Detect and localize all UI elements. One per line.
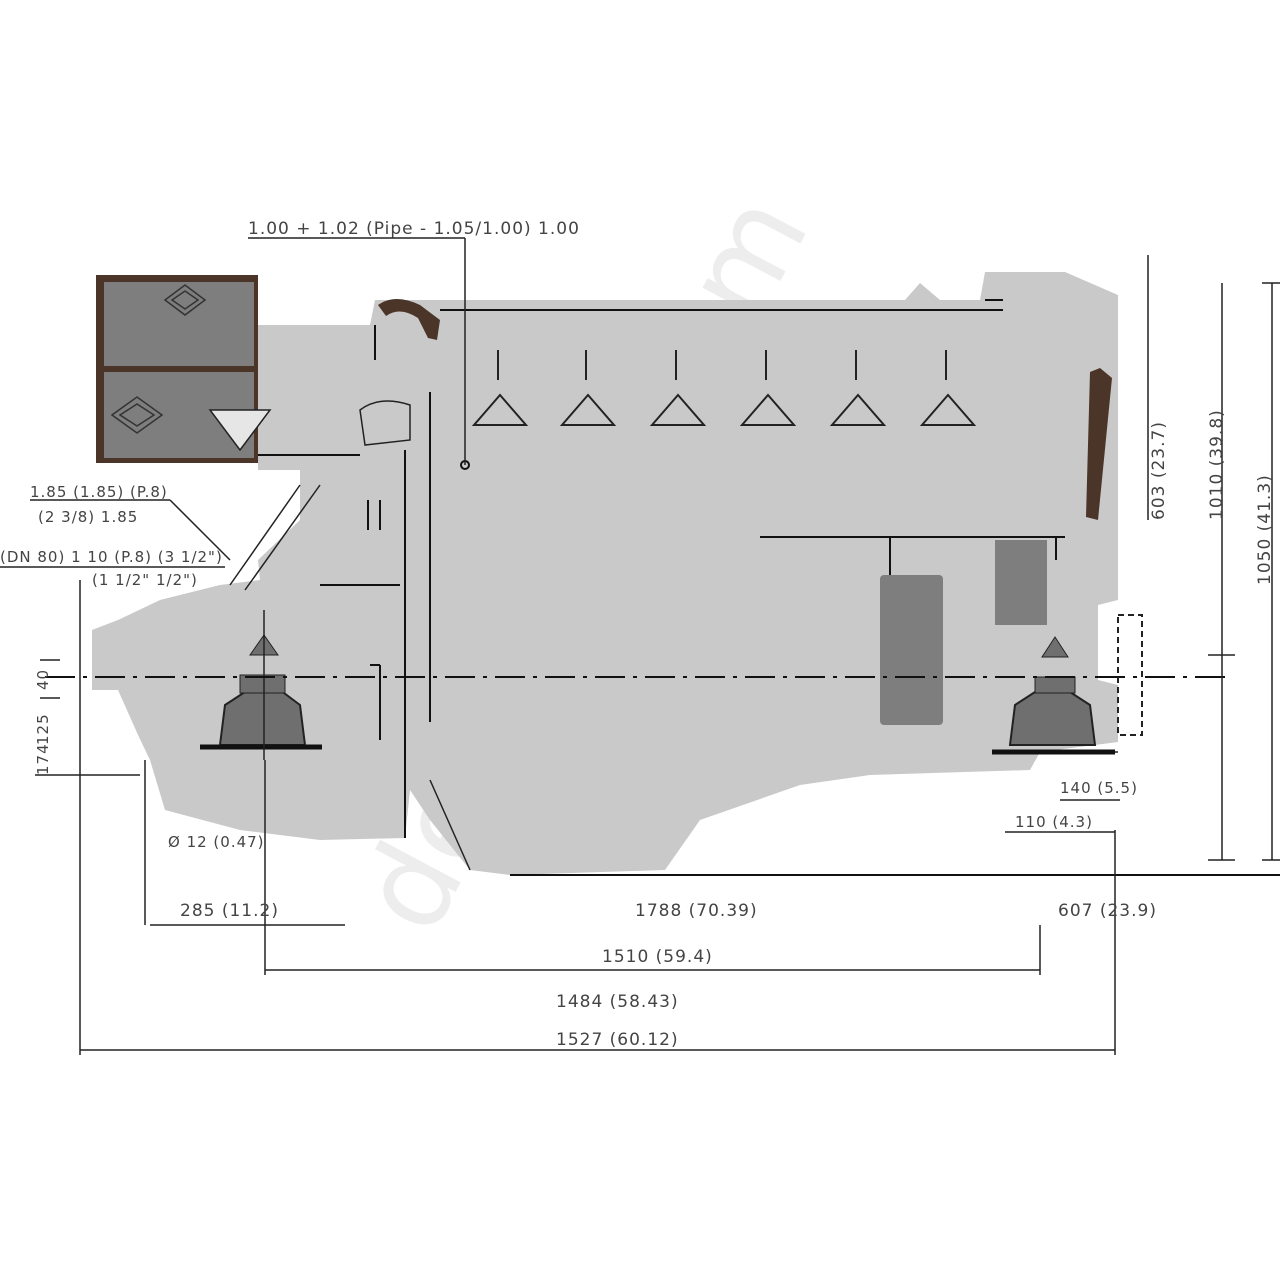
air-filter-box — [96, 275, 258, 463]
dim-mount-right-2: 110 (4.3) — [1015, 813, 1093, 831]
engine-body — [92, 272, 1118, 875]
alternator — [880, 575, 943, 725]
filter-housing — [995, 540, 1047, 625]
filter-mesh-icon — [110, 284, 207, 434]
callout-left-upper-1: 1.85 (1.85) (P.8) — [30, 483, 168, 501]
injector-row — [471, 350, 977, 426]
front-engine-mount — [200, 610, 322, 760]
injector-icon — [471, 350, 529, 426]
callout-left-upper-2: (2 3/8) 1.85 — [38, 508, 138, 526]
dim-left-offset: 285 (11.2) — [180, 901, 279, 921]
dim-overall-inner: 1510 (59.4) — [602, 947, 713, 967]
dim-left-crank-3: 174 — [34, 743, 52, 775]
output-flange — [1117, 614, 1143, 736]
dim-vertical-right-inner: 603 (23.7) — [1149, 421, 1169, 520]
dim-center-length: 1788 (70.39) — [635, 901, 758, 921]
dim-left-crank-1: 40 — [34, 669, 52, 690]
dimension-lines — [0, 237, 1280, 1055]
injector-icon — [649, 350, 707, 426]
dim-left-crank-2: 125 — [34, 713, 52, 745]
injector-icon — [739, 350, 797, 426]
dim-mount-right-1: 140 (5.5) — [1060, 779, 1138, 797]
dim-right-offset: 607 (23.9) — [1058, 901, 1157, 921]
injector-icon — [559, 350, 617, 426]
engine-detail-lines — [208, 299, 1280, 876]
rear-engine-mount — [992, 636, 1115, 755]
dim-overall-2: 1527 (60.12) — [556, 1030, 679, 1050]
callout-left-lower: (DN 80) 1 10 (P.8) (3 1/2") — [0, 548, 223, 566]
dim-vertical-right-outer: 1010 (39.8) — [1207, 409, 1227, 520]
callout-top-pipe: 1.00 + 1.02 (Pipe - 1.05/1.00) 1.00 — [248, 219, 580, 239]
dim-overall-1: 1484 (58.43) — [556, 992, 679, 1012]
dim-vertical-far-right: 1050 (41.3) — [1255, 474, 1275, 585]
injector-icon — [829, 350, 887, 426]
dim-bottom-left: Ø 12 (0.47) — [168, 833, 265, 851]
callout-left-lower-2: (1 1/2" 1/2") — [92, 571, 198, 589]
injector-icon — [919, 350, 977, 426]
